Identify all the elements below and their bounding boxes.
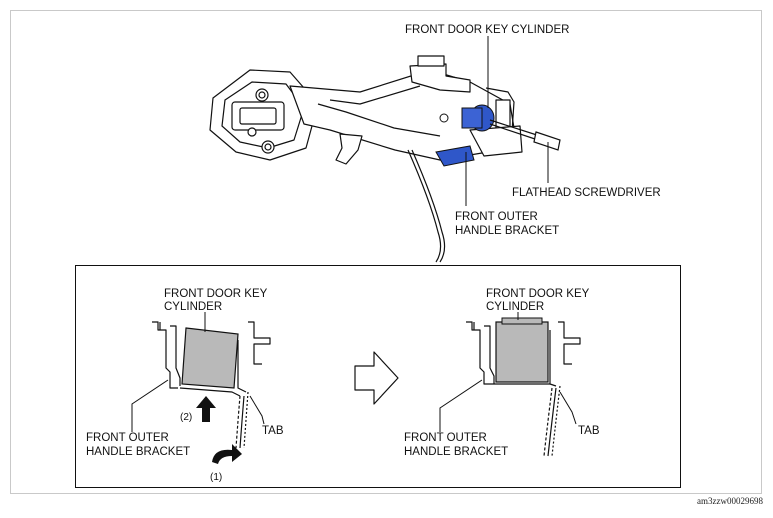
inset-left-cylinder-line2: CYLINDER [164,301,222,313]
label-key-cylinder: FRONT DOOR KEY CYLINDER [405,24,569,36]
step-1-label: (1) [210,472,222,483]
inset-left-cross-section [152,321,271,449]
inset-right-bracket-line2: HANDLE BRACKET [404,446,508,458]
curved-arrow-icon [212,444,242,464]
inset-left-cylinder-line1: FRONT DOOR KEY [164,288,268,300]
main-leader-lines [465,36,549,206]
rod-and-screwdriver [407,119,561,263]
arrow-up-icon [196,396,216,422]
key-cylinder-highlight [435,104,495,167]
inset-left-cylinder [181,327,239,389]
inset-left-leaders [131,312,265,432]
inset-right-tab-label: TAB [578,425,600,437]
label-bracket-line2: HANDLE BRACKET [455,225,559,237]
label-screwdriver: FLATHEAD SCREWDRIVER [512,187,661,199]
inset-detail-box [75,265,681,488]
transition-arrow-icon [354,351,399,405]
step-2-label: (2) [180,412,192,423]
inset-right-cylinder [495,321,549,383]
inset-left-tab-label: TAB [262,425,284,437]
inset-left-bracket-line1: FRONT OUTER [86,432,169,444]
inset-right-cylinder-line1: FRONT DOOR KEY [486,288,590,300]
inset-right-bracket-line1: FRONT OUTER [404,432,487,444]
inset-left-bracket-line2: HANDLE BRACKET [86,446,190,458]
door-handle-assembly [209,55,523,165]
figure-id: am3zzw00029698 [697,496,763,506]
figure-frame [10,10,762,494]
label-bracket-line1: FRONT OUTER [455,211,538,223]
inset-right-leaders [439,312,577,432]
inset-right-cylinder-line2: CYLINDER [486,301,544,313]
inset-right-cross-section [466,321,581,457]
inset-right-cylinder-cap [501,317,543,325]
